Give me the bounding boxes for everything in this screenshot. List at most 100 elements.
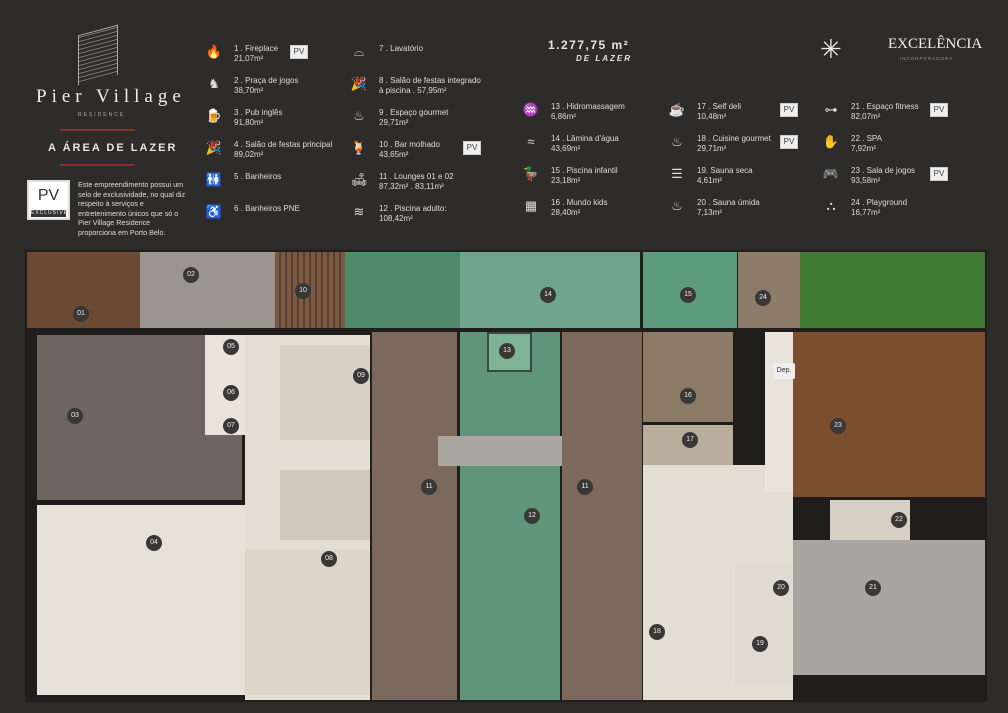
legend-title: 23 . Sala de jogos [851, 166, 916, 175]
drink-icon: 🍹 [350, 140, 368, 155]
lounge-01 [372, 332, 457, 700]
exclusive-pv-icon: PV [463, 141, 481, 155]
plan-area-label: 04 [146, 535, 162, 551]
legend-area: 89,02m² [234, 150, 264, 159]
legend-title: 20 . Sauna úmida [697, 198, 760, 207]
legend-area: 7,13m² [697, 208, 722, 217]
plan-area-label: 22 [891, 512, 907, 528]
steam-sauna-icon: ♨ [671, 198, 683, 213]
legend-area: 91,80m² [234, 118, 264, 127]
plan-area-label: 11 [421, 479, 437, 495]
legend-text: 12 . Piscina adulto:108,42m² [379, 204, 447, 224]
legend-area: 6,86m² [551, 112, 576, 121]
beer-mug-icon: 🍺 [205, 108, 223, 123]
exclusive-pv-icon: PV [290, 45, 308, 59]
legend-item: ⌓7 . Lavatório [350, 44, 423, 60]
legend-title: 9 . Espaço gourmet [379, 108, 449, 117]
sofa-icon: 🛋 [350, 172, 368, 187]
gamepad-icon: 🎮 [822, 166, 840, 181]
kids-world [643, 332, 733, 422]
section-title: A ÁREA DE LAZER [48, 142, 178, 154]
legend-title: 24 . Playground [851, 198, 908, 207]
plan-area-label: 21 [865, 580, 881, 596]
plan-area-label: 12 [524, 508, 540, 524]
fitness [793, 540, 985, 675]
total-area: 1.277,75 m² [548, 38, 630, 52]
legend-item: 🚻 5 . Banheiros [205, 172, 281, 188]
chef-hat-icon: ♨ [671, 134, 683, 149]
legend-area: 82,07m² [851, 112, 881, 121]
legend-title: 14 . Lâmina d'água [551, 134, 619, 143]
legend-area: 38,70m² [234, 86, 264, 95]
exclusive-pv-icon: PV [930, 103, 948, 117]
legend-area: 29,71m² [379, 118, 409, 127]
exclusive-text: Este empreendimento possui um selo de ex… [78, 180, 186, 237]
stairs-left [280, 470, 370, 540]
chess-knight-icon: ♞ [208, 76, 220, 91]
legend-title: 13 . Hidromassagem [551, 102, 625, 111]
plan-area-label: 15 [680, 287, 696, 303]
bridge [438, 436, 583, 466]
legend-item: ≋ 12 . Piscina adulto:108,42m² [350, 204, 447, 224]
jacuzzi-icon: ♒ [522, 102, 540, 117]
plan-area-label: Dep. [773, 363, 795, 379]
compass-star-icon: ✳ [820, 34, 842, 64]
adult-pool [460, 332, 560, 700]
plan-area-label: 06 [223, 385, 239, 401]
legend-area: 43,69m² [551, 144, 581, 153]
legend-area: 4,61m² [697, 176, 722, 185]
restroom-icon: 🚻 [205, 172, 223, 187]
plan-area-label: 02 [183, 267, 199, 283]
exclusive-badge-label: EXCLUSIVE [31, 210, 69, 217]
sink-icon: ⌓ [353, 44, 365, 59]
legend-title: 3 . Pub inglês [234, 108, 283, 117]
legend-text: 5 . Banheiros [234, 172, 281, 182]
chef-hat-icon: ♨ [353, 108, 365, 123]
divider [60, 164, 135, 166]
plan-area-label: 10 [295, 283, 311, 299]
exclusive-pv-icon: PV [780, 103, 798, 117]
building-logo-icon [78, 24, 118, 86]
legend-title: 5 . Banheiros [234, 172, 282, 181]
legend-title: 21 . Espaço fitness [851, 102, 919, 111]
legend-title: 12 . Piscina adulto: [379, 204, 447, 213]
legend-area: 21,07m² [234, 54, 264, 63]
legend-title: 15 . Piscina infantil [551, 166, 618, 175]
plan-area-label: 01 [73, 306, 89, 322]
game-room [793, 332, 985, 497]
plan-area-label: 16 [680, 388, 696, 404]
pool-icon: ≋ [353, 204, 365, 219]
plan-area-label: 14 [540, 287, 556, 303]
slide-icon: ⛬ [826, 198, 836, 213]
plan-area-label: 13 [499, 343, 515, 359]
fire-icon: 🔥 [205, 44, 223, 59]
lounge-02 [562, 332, 642, 700]
legend-area: 10,48m² [697, 112, 727, 121]
plan-area-label: 18 [649, 624, 665, 640]
